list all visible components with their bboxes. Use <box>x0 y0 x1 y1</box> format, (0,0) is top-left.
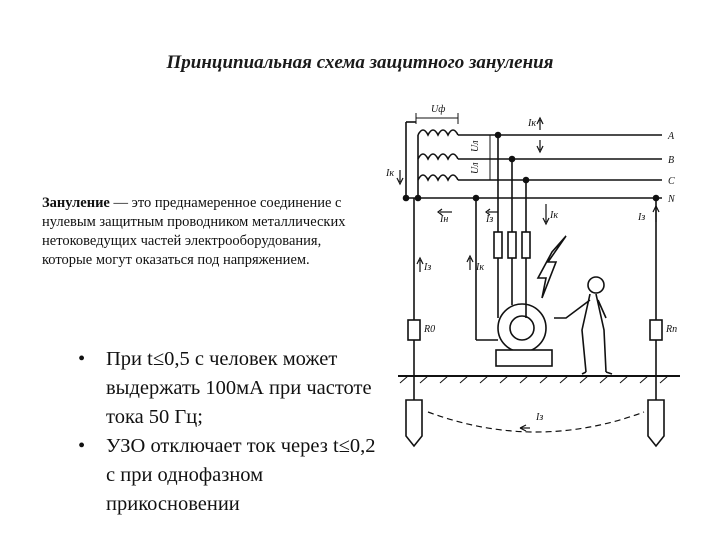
coil-phase-b <box>417 153 459 161</box>
resistor-r0 <box>407 319 421 341</box>
definition-body: — это преднамеренное соединение с нулевы… <box>42 195 346 268</box>
right-ground-electrode <box>647 399 665 448</box>
bullet-list: • При t≤0,5 с человек может выдержать 100… <box>78 345 378 519</box>
person-figure <box>554 276 613 375</box>
resistor-rp <box>649 319 663 341</box>
bullet-marker: • <box>78 348 86 370</box>
motor-housing <box>497 303 547 353</box>
ground-hatching <box>399 375 669 384</box>
slide-title: Принципиальная схема защитного зануления <box>166 52 554 73</box>
bullet-item: • При t≤0,5 с человек может выдержать 100… <box>78 345 378 432</box>
label-current-down: Iк <box>475 262 484 273</box>
fuse-c <box>521 231 531 259</box>
node-dot <box>402 194 410 202</box>
fuse-b <box>507 231 517 259</box>
label-current-right: Iз <box>637 212 645 223</box>
definition-term: Зануление <box>42 195 110 211</box>
coil-phase-a <box>417 129 459 137</box>
earth-current-path <box>427 411 645 433</box>
label-current-earth: Iз <box>535 412 543 423</box>
label-rp: Rп <box>665 324 677 335</box>
coil-phase-c <box>417 174 459 182</box>
bullet-text: УЗО отключает ток через t≤0,2 с при одно… <box>106 435 376 515</box>
fault-lightning-icon <box>536 235 567 299</box>
bullet-marker: • <box>78 435 86 457</box>
node-dot <box>414 194 422 202</box>
label-phase-c: C <box>668 176 675 187</box>
label-phase-b: B <box>668 155 674 166</box>
label-current-n1: Iн <box>439 214 448 225</box>
label-current-ground-left: Iз <box>423 262 431 273</box>
label-current-left: Iк <box>385 168 394 179</box>
fuse-a <box>493 231 503 259</box>
label-current-n3: Iк <box>549 210 558 221</box>
label-r0: R0 <box>423 324 435 335</box>
bullet-text: При t≤0,5 с человек может выдержать 100м… <box>106 348 372 428</box>
motor-base <box>495 349 553 367</box>
bullet-item: • УЗО отключает ток через t≤0,2 с при одн… <box>78 432 378 519</box>
label-ul-2: Uл <box>470 162 481 174</box>
arrow-head <box>519 424 527 432</box>
current-arrows <box>396 116 660 272</box>
label-uf: Uф <box>431 104 445 115</box>
left-ground-electrode <box>405 399 423 448</box>
label-current-n2: Iз <box>485 214 493 225</box>
label-neutral: N <box>667 194 676 205</box>
definition-text: Зануление — это преднамеренное соединени… <box>42 194 372 270</box>
label-phase-a: A <box>667 131 675 142</box>
label-current-top: Iк <box>527 118 536 129</box>
label-ul-1: Uл <box>470 140 481 152</box>
motor-rotor <box>509 315 535 341</box>
